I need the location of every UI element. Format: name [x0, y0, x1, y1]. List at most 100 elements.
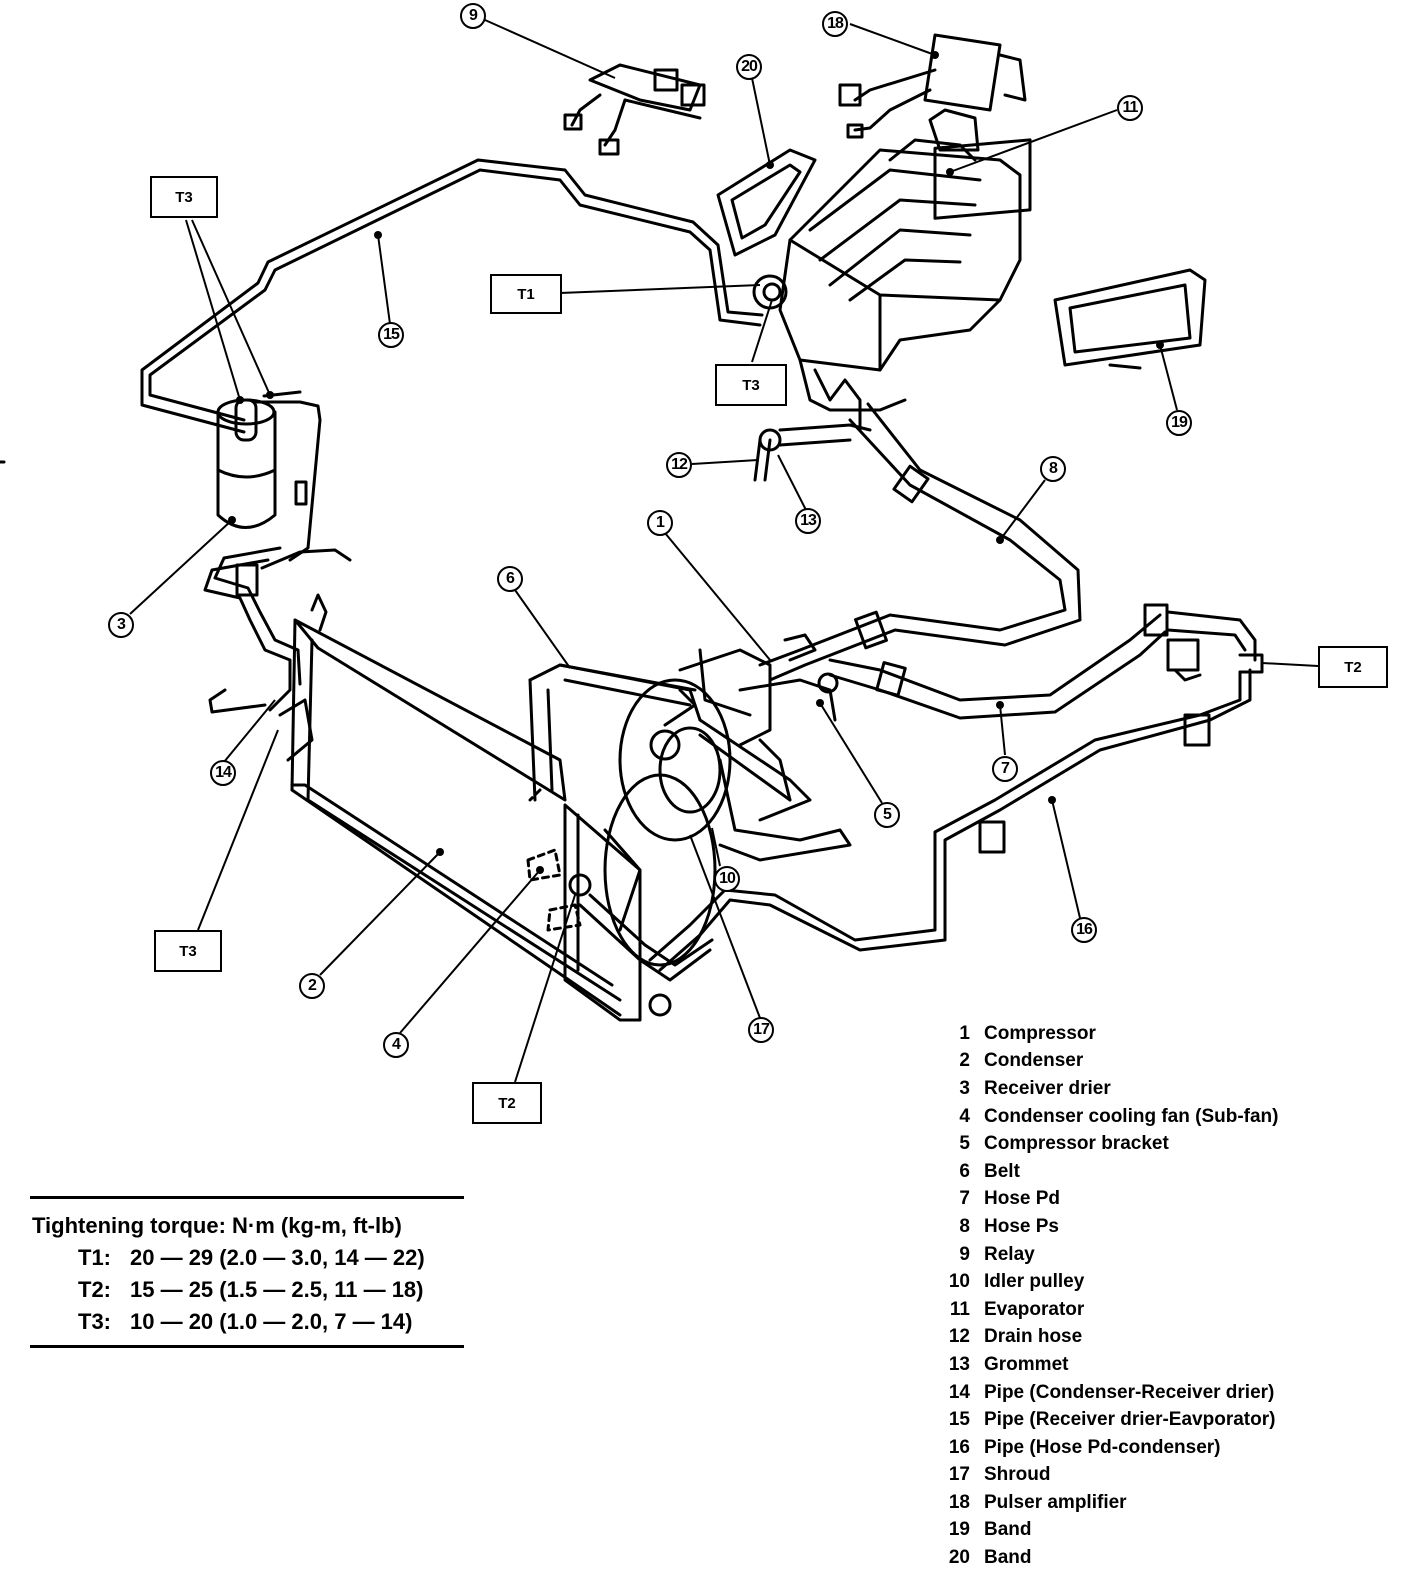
legend-num: 19 — [948, 1519, 970, 1541]
callout-20: 20 — [736, 54, 762, 80]
leader-t3-left — [197, 729, 279, 931]
callout-4: 4 — [383, 1032, 409, 1058]
legend-label: Evaporator — [984, 1298, 1085, 1320]
legend-num: 16 — [948, 1436, 970, 1458]
leader-c18 — [849, 23, 936, 56]
legend-label: Condenser — [984, 1050, 1084, 1072]
torque-key: T3: — [78, 1309, 111, 1334]
callout-7: 7 — [992, 756, 1018, 782]
legend-label: Receiver drier — [984, 1077, 1111, 1099]
leader-c16 — [1051, 799, 1081, 919]
legend-item: 2 Condenser — [930, 1048, 1350, 1076]
legend-num: 7 — [959, 1188, 970, 1210]
callout-17: 17 — [748, 1017, 774, 1043]
leader-c19 — [1159, 344, 1178, 411]
legend-label: Compressor — [984, 1022, 1096, 1044]
legend-label: Idler pulley — [984, 1271, 1085, 1293]
legend-label: Band — [984, 1547, 1032, 1569]
drain-hose — [753, 423, 872, 482]
leader-c20 — [751, 77, 771, 166]
legend-label: Pipe (Receiver drier-Eavporator) — [984, 1409, 1276, 1431]
legend-label: Compressor bracket — [984, 1133, 1169, 1155]
pulser-amplifier — [838, 33, 1027, 139]
relay — [563, 63, 706, 156]
torque-title: Tightening torque: N·m (kg-m, ft-lb) — [32, 1213, 402, 1238]
torque-box-t1: T1 — [490, 274, 562, 314]
condenser — [278, 593, 622, 1017]
legend-num: 11 — [949, 1298, 970, 1320]
leader-c8 — [999, 479, 1046, 541]
callout-10: 10 — [714, 866, 740, 892]
receiver-drier — [216, 390, 322, 562]
legend-num: 3 — [959, 1077, 970, 1099]
pipe-compressor-condenser — [578, 893, 714, 982]
torque-key: T2: — [78, 1277, 111, 1302]
legend-num: 14 — [948, 1381, 970, 1403]
torque-top-rule — [30, 1196, 464, 1199]
callout-1: 1 — [647, 510, 673, 536]
legend-label: Pulser amplifier — [984, 1491, 1127, 1513]
leader-c3 — [129, 519, 233, 615]
legend-item: 18 Pulser amplifier — [930, 1489, 1350, 1517]
legend-item: 15 Pipe (Receiver drier-Eavporator) — [930, 1406, 1350, 1434]
leader-c10 — [711, 827, 721, 867]
legend-num: 1 — [959, 1022, 970, 1044]
legend-num: 20 — [948, 1547, 970, 1569]
legend-item: 17 Shroud — [930, 1462, 1350, 1490]
legend-item: 11 Evaporator — [930, 1296, 1350, 1324]
legend-label: Condenser cooling fan (Sub-fan) — [984, 1105, 1279, 1127]
leader-c9 — [484, 19, 616, 79]
band-20 — [716, 148, 817, 257]
torque-value: 15 — 25 (1.5 — 2.5, 11 — 18) — [130, 1277, 424, 1302]
legend-num: 4 — [959, 1105, 970, 1127]
callout-6: 6 — [497, 566, 523, 592]
leader-t1 — [559, 284, 761, 294]
leader-c4 — [399, 869, 541, 1034]
legend-num: 18 — [948, 1491, 970, 1513]
legend-num: 10 — [948, 1271, 970, 1293]
callout-8: 8 — [1040, 456, 1066, 482]
hose-pd — [828, 603, 1257, 720]
callout-13: 13 — [795, 508, 821, 534]
torque-box-t3-top: T3 — [150, 176, 218, 218]
parts-legend: 1 Compressor 2 Condenser 3 Receiver drier 4… — [930, 1020, 1350, 1572]
legend-label: Grommet — [984, 1353, 1069, 1375]
callout-14: 14 — [210, 760, 236, 786]
torque-row-t2: T2: 15 — 25 (1.5 — 2.5, 11 — 18) — [78, 1277, 464, 1303]
leader-c17 — [689, 834, 761, 1019]
torque-value: 20 — 29 (2.0 — 3.0, 14 — 22) — [130, 1245, 425, 1270]
leader-c15 — [377, 234, 391, 325]
callout-19: 19 — [1166, 410, 1192, 436]
legend-num: 17 — [948, 1464, 970, 1486]
callout-18: 18 — [822, 11, 848, 37]
torque-box-t2-bottom: T2 — [472, 1082, 542, 1124]
leader-t3-evap — [751, 299, 773, 363]
leader-t2-right — [1261, 662, 1319, 667]
torque-table: Tightening torque: N·m (kg-m, ft-lb) T1:… — [30, 1196, 464, 1348]
belt — [558, 663, 697, 707]
legend-label: Hose Pd — [984, 1188, 1061, 1210]
legend-num: 15 — [948, 1409, 970, 1431]
pipe-hosepd-condenser — [648, 653, 1264, 972]
torque-box-t2-right: T2 — [1318, 646, 1388, 688]
leader-c11 — [949, 109, 1118, 173]
legend-num: 9 — [959, 1243, 970, 1265]
legend-label: Pipe (Condenser-Receiver drier) — [984, 1381, 1275, 1403]
callout-5: 5 — [874, 802, 900, 828]
legend-item: 4 Condenser cooling fan (Sub-fan) — [930, 1103, 1350, 1131]
leader-c14 — [223, 699, 276, 763]
legend-num: 2 — [959, 1050, 970, 1072]
torque-key: T1: — [78, 1245, 111, 1270]
callout-3: 3 — [108, 612, 134, 638]
legend-label: Shroud — [984, 1464, 1051, 1486]
legend-label: Relay — [984, 1243, 1035, 1265]
hose-ps — [758, 402, 1082, 682]
legend-item: 3 Receiver drier — [930, 1075, 1350, 1103]
